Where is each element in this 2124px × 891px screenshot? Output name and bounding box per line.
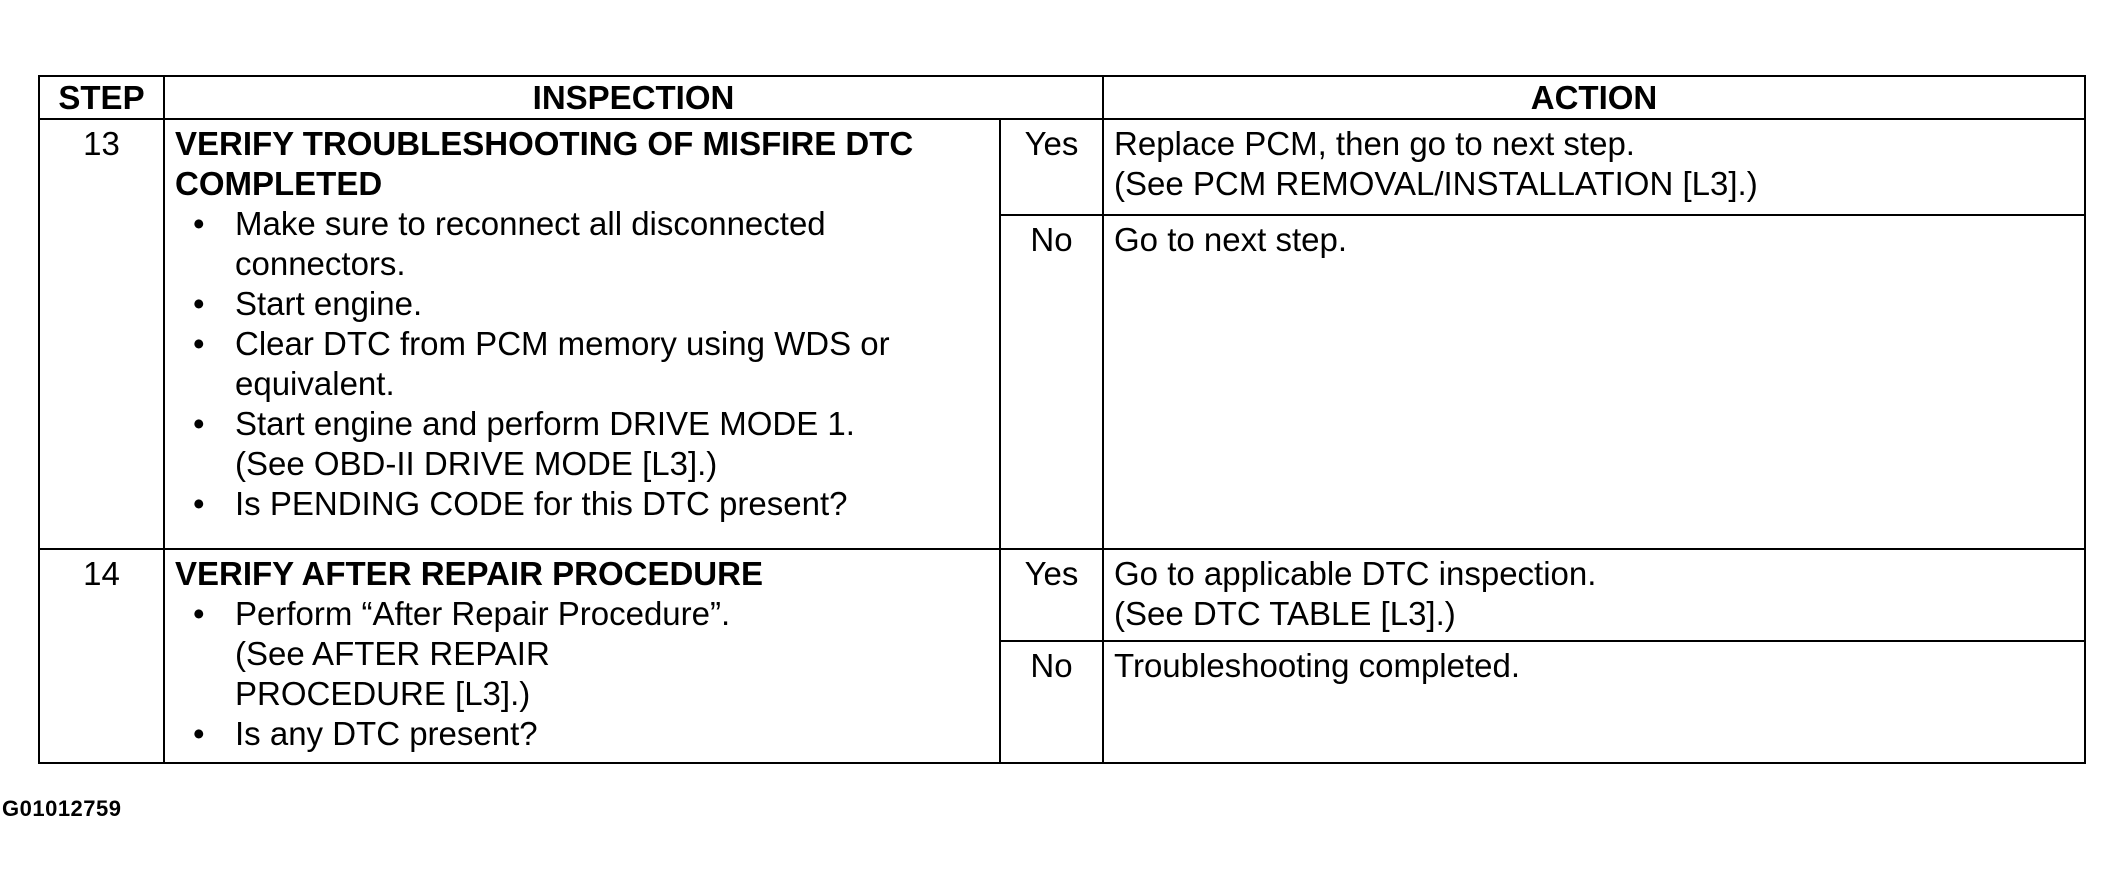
header-inspection: INSPECTION <box>162 75 1105 120</box>
no-label: No <box>998 640 1105 764</box>
bullet-item: •Perform “After Repair Procedure”.(See A… <box>193 595 731 712</box>
header-action: ACTION <box>1102 75 2087 120</box>
header-step: STEP <box>38 75 165 120</box>
yes-label: Yes <box>998 548 1105 642</box>
inspection-cell: VERIFY TROUBLESHOOTING OF MISFIRE DTC CO… <box>163 118 1001 550</box>
step-number: 13 <box>38 118 165 550</box>
figure-code: G01012759 <box>2 796 122 821</box>
inspection-title: VERIFY TROUBLESHOOTING OF MISFIRE DTC CO… <box>175 125 914 202</box>
yes-action: Replace PCM, then go to next step. <box>1114 125 1635 162</box>
yes-action-cell: Replace PCM, then go to next step. (See … <box>1102 118 2087 216</box>
table-row: 14 VERIFY AFTER REPAIR PROCEDURE •Perfor… <box>38 548 2087 764</box>
table-header-row: STEP INSPECTION ACTION <box>38 75 2087 120</box>
no-action: Go to next step. <box>1114 221 1347 258</box>
table-row: No Troubleshooting completed. <box>39 640 2087 764</box>
no-action: Troubleshooting completed. <box>1114 647 1521 684</box>
step-number: 14 <box>38 548 165 764</box>
inspection-cell: VERIFY AFTER REPAIR PROCEDURE •Perform “… <box>163 548 1001 764</box>
no-action-cell: Go to next step. <box>1102 214 2087 550</box>
bullet-icon: • <box>193 285 205 322</box>
inspection-bullets: •Make sure to reconnect all disconnected… <box>175 204 989 524</box>
bullet-icon: • <box>193 595 205 632</box>
inspection-title: VERIFY AFTER REPAIR PROCEDURE <box>175 555 763 592</box>
bullet-icon: • <box>193 715 205 752</box>
yes-label: Yes <box>998 118 1105 216</box>
table-row: 13 VERIFY TROUBLESHOOTING OF MISFIRE DTC… <box>38 118 2087 550</box>
bullet-note: (See AFTER REPAIR PROCEDURE [L3].) <box>235 635 550 712</box>
troubleshooting-sheet: STEP INSPECTION ACTION 13 VERIFY TROUBLE… <box>38 75 2087 764</box>
yes-action-note: (See PCM REMOVAL/INSTALLATION [L3].) <box>1114 165 1758 202</box>
bullet-item: •Start engine and perform DRIVE MODE 1.(… <box>175 404 989 484</box>
bullet-item: •Clear DTC from PCM memory using WDS or … <box>193 325 890 402</box>
bullet-note: (See OBD-II DRIVE MODE [L3].) <box>235 445 718 482</box>
table-row: No Go to next step. <box>39 214 2087 550</box>
yes-action: Go to applicable DTC inspection. <box>1114 555 1597 592</box>
bullet-icon: • <box>193 325 205 362</box>
bullet-icon: • <box>193 205 205 242</box>
troubleshooting-table: STEP INSPECTION ACTION 13 VERIFY TROUBLE… <box>38 75 2087 764</box>
yes-action-note: (See DTC TABLE [L3].) <box>1114 595 1456 632</box>
yes-action-cell: Go to applicable DTC inspection. (See DT… <box>1102 548 2087 642</box>
bullet-item: •Make sure to reconnect all disconnected… <box>193 205 826 282</box>
inspection-bullets: •Perform “After Repair Procedure”.(See A… <box>175 594 989 754</box>
no-action-cell: Troubleshooting completed. <box>1102 640 2087 764</box>
bullet-item: •Start engine. <box>193 285 423 322</box>
no-label: No <box>998 214 1105 550</box>
bullet-icon: • <box>193 485 205 522</box>
bullet-item: •Is PENDING CODE for this DTC present? <box>193 485 848 522</box>
bullet-icon: • <box>193 405 205 442</box>
bullet-item: •Is any DTC present? <box>193 715 538 752</box>
